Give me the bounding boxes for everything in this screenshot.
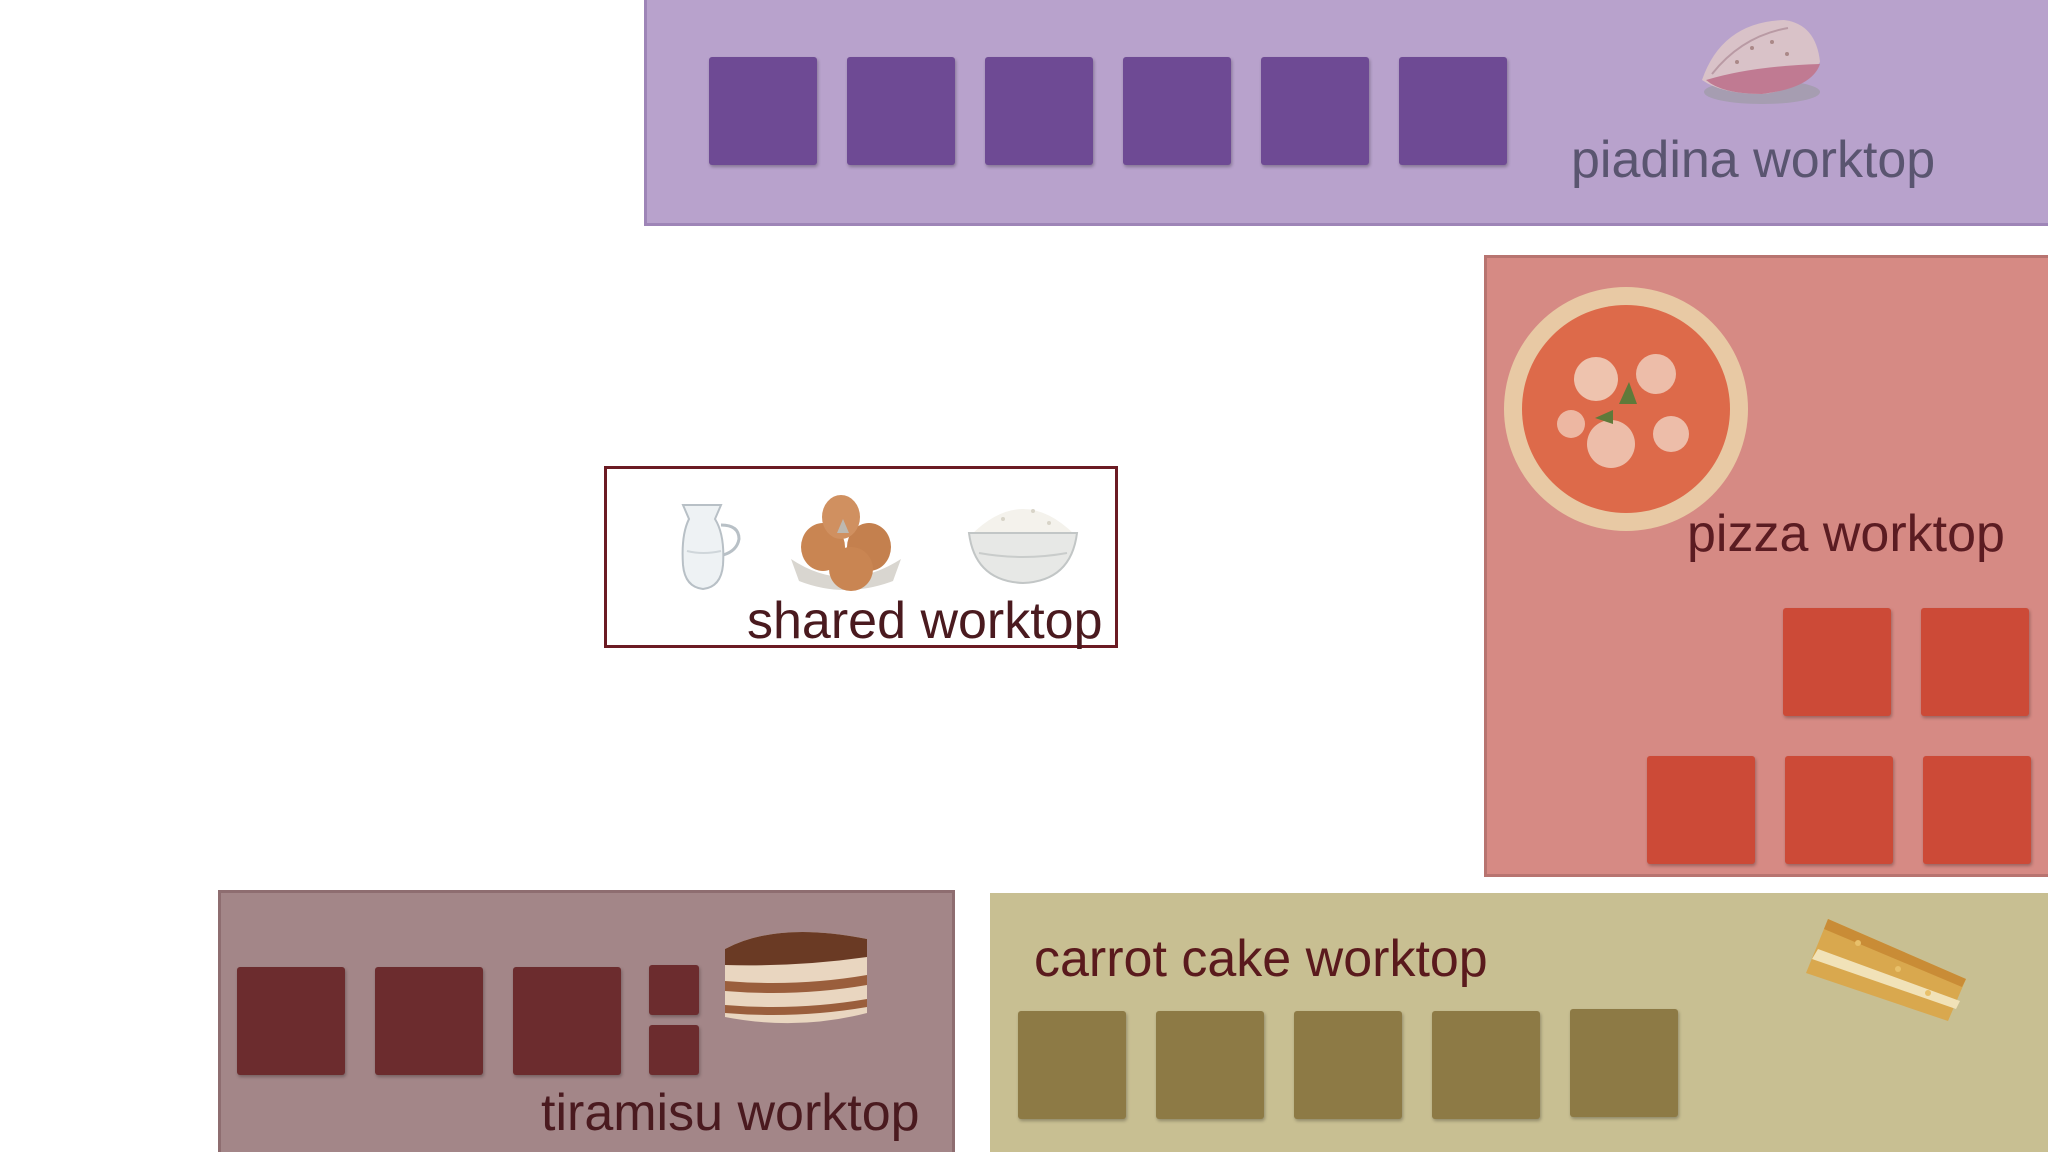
tiramisu-tile[interactable] <box>237 967 345 1075</box>
pizza-icon <box>1504 287 1748 531</box>
eggs-icon <box>791 495 901 591</box>
piadina-tile[interactable] <box>1123 57 1231 165</box>
shared-worktop: shared worktop <box>604 466 1118 650</box>
carrot-cake-tile[interactable] <box>1018 1011 1126 1119</box>
tiramisu-icon <box>725 931 867 1024</box>
carrot-cake-tile[interactable] <box>1294 1011 1402 1119</box>
carrot-cake-tile[interactable] <box>1156 1011 1264 1119</box>
pizza-worktop-label: pizza worktop <box>1687 505 2005 563</box>
tiramisu-worktop-label: tiramisu worktop <box>541 1084 920 1142</box>
milk-jug-icon <box>681 504 741 591</box>
piadina-tile[interactable] <box>709 57 817 165</box>
pizza-tile[interactable] <box>1785 756 1893 864</box>
piadina-worktop-label: piadina worktop <box>1571 131 1936 189</box>
piadina-tile[interactable] <box>1399 57 1507 165</box>
carrot-cake-worktop: carrot cake worktop <box>990 893 2048 1152</box>
carrot-cake-tile[interactable] <box>1432 1011 1540 1119</box>
pizza-tile[interactable] <box>1923 756 2031 864</box>
piadina-tile[interactable] <box>847 57 955 165</box>
piadina-tile[interactable] <box>985 57 1093 165</box>
pizza-tile[interactable] <box>1921 608 2029 716</box>
tiramisu-small-tile[interactable] <box>649 1025 699 1075</box>
tiramisu-tile[interactable] <box>375 967 483 1075</box>
pizza-tile[interactable] <box>1647 756 1755 864</box>
carrot-cake-worktop-label: carrot cake worktop <box>1034 930 1488 988</box>
piadina-worktop: piadina worktop <box>644 0 2048 226</box>
piadina-tile[interactable] <box>1261 57 1369 165</box>
flour-bowl-icon <box>967 509 1079 585</box>
tiramisu-small-tile[interactable] <box>649 965 699 1015</box>
carrot-cake-tile[interactable] <box>1570 1009 1678 1117</box>
shared-worktop-label: shared worktop <box>747 592 1103 650</box>
pizza-tile[interactable] <box>1783 608 1891 716</box>
tiramisu-worktop: tiramisu worktop <box>218 890 955 1152</box>
pizza-worktop: pizza worktop <box>1484 255 2048 877</box>
piadina-icon <box>1702 20 1820 104</box>
tiramisu-tile[interactable] <box>513 967 621 1075</box>
cake-slice-icon <box>1806 919 1966 1021</box>
